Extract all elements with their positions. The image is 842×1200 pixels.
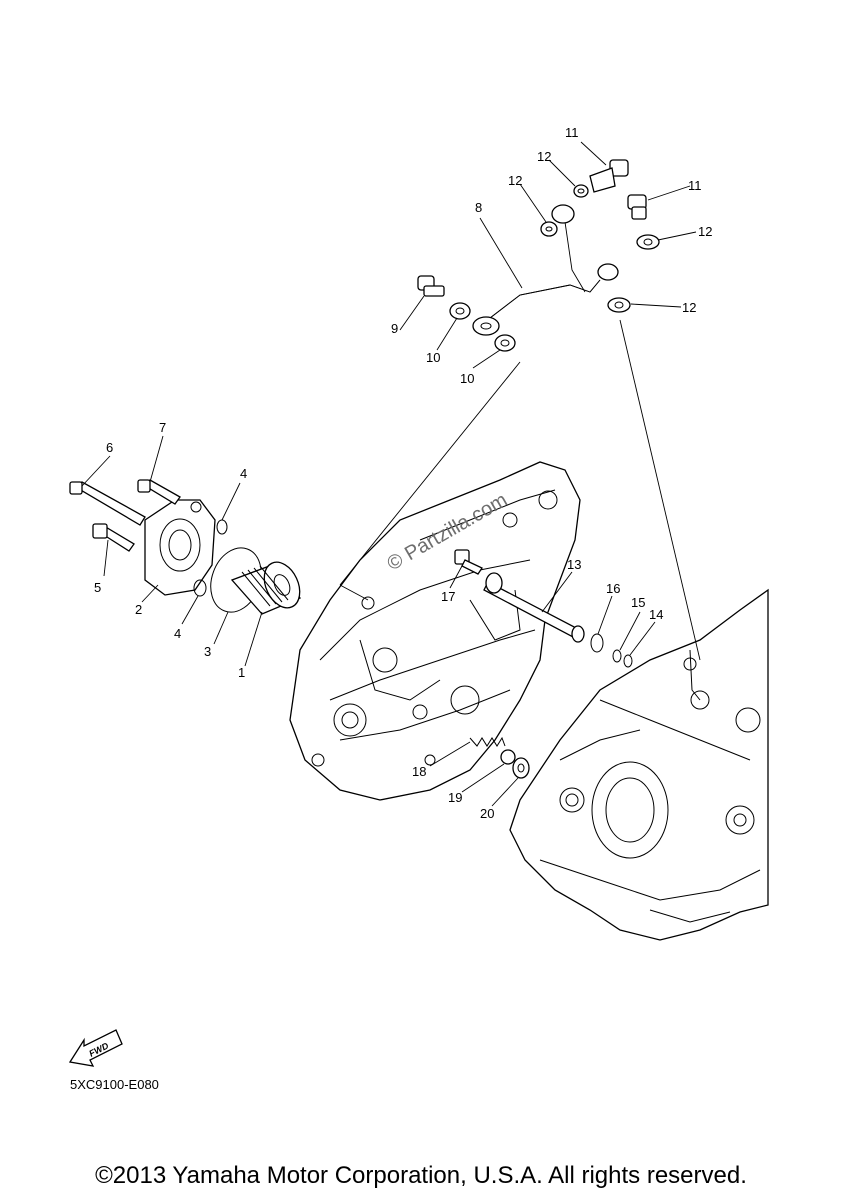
bolt-7 (137, 479, 181, 505)
callout-12-b: 12 (508, 173, 522, 188)
callout-6: 6 (106, 440, 113, 455)
o-rings-14-15-16 (590, 633, 633, 668)
oil-delivery-pipe (472, 204, 619, 336)
bolt-17 (454, 549, 483, 575)
callout-5: 5 (94, 580, 101, 595)
callout-12-d: 12 (682, 300, 696, 315)
callout-1: 1 (238, 665, 245, 680)
callout-19: 19 (448, 790, 462, 805)
callout-10-upper: 10 (426, 350, 440, 365)
callout-leader-lines (81, 141, 697, 807)
relief-ball-19 (500, 749, 516, 765)
callout-4-upper: 4 (240, 466, 247, 481)
callout-8: 8 (475, 200, 482, 215)
callout-7: 7 (159, 420, 166, 435)
diagram-reference-code: 5XC9100-E080 (70, 1077, 159, 1092)
callout-4-lower: 4 (174, 626, 181, 641)
oil-filter-cover (144, 499, 216, 596)
callout-9: 9 (391, 321, 398, 336)
callout-18: 18 (412, 764, 426, 779)
callout-labels: 1 2 3 4 4 5 6 7 8 9 10 10 11 11 12 12 12… (94, 125, 712, 821)
callout-16: 16 (606, 581, 620, 596)
callout-2: 2 (135, 602, 142, 617)
callout-10-lower: 10 (460, 371, 474, 386)
union-bolt-11-upper (589, 159, 629, 193)
gasket-washers (449, 184, 660, 352)
fwd-arrow-icon: FWD (68, 1029, 123, 1067)
bolt-6 (69, 481, 146, 526)
callout-15: 15 (631, 595, 645, 610)
copyright-notice: ©2013 Yamaha Motor Corporation, U.S.A. A… (95, 1162, 747, 1189)
oil-pipe-13 (483, 572, 585, 643)
right-crankcase-half (509, 588, 769, 941)
union-bolt-9 (417, 275, 445, 297)
bolt-5 (92, 523, 135, 552)
callout-14: 14 (649, 607, 663, 622)
union-bolt-11-lower (627, 194, 647, 220)
relief-spring-18 (469, 736, 506, 747)
callout-12-a: 12 (537, 149, 551, 164)
callout-11-upper: 11 (565, 125, 579, 140)
callout-11-right: 11 (688, 178, 702, 193)
callout-13: 13 (567, 557, 581, 572)
assembly-reference-lines (339, 319, 701, 661)
callout-17: 17 (441, 589, 455, 604)
left-crankcase-half (289, 461, 581, 801)
callout-20: 20 (480, 806, 494, 821)
relief-plug-20 (512, 757, 530, 779)
callout-3: 3 (204, 644, 211, 659)
oil-filter-element (230, 561, 302, 615)
callout-12-c: 12 (698, 224, 712, 239)
